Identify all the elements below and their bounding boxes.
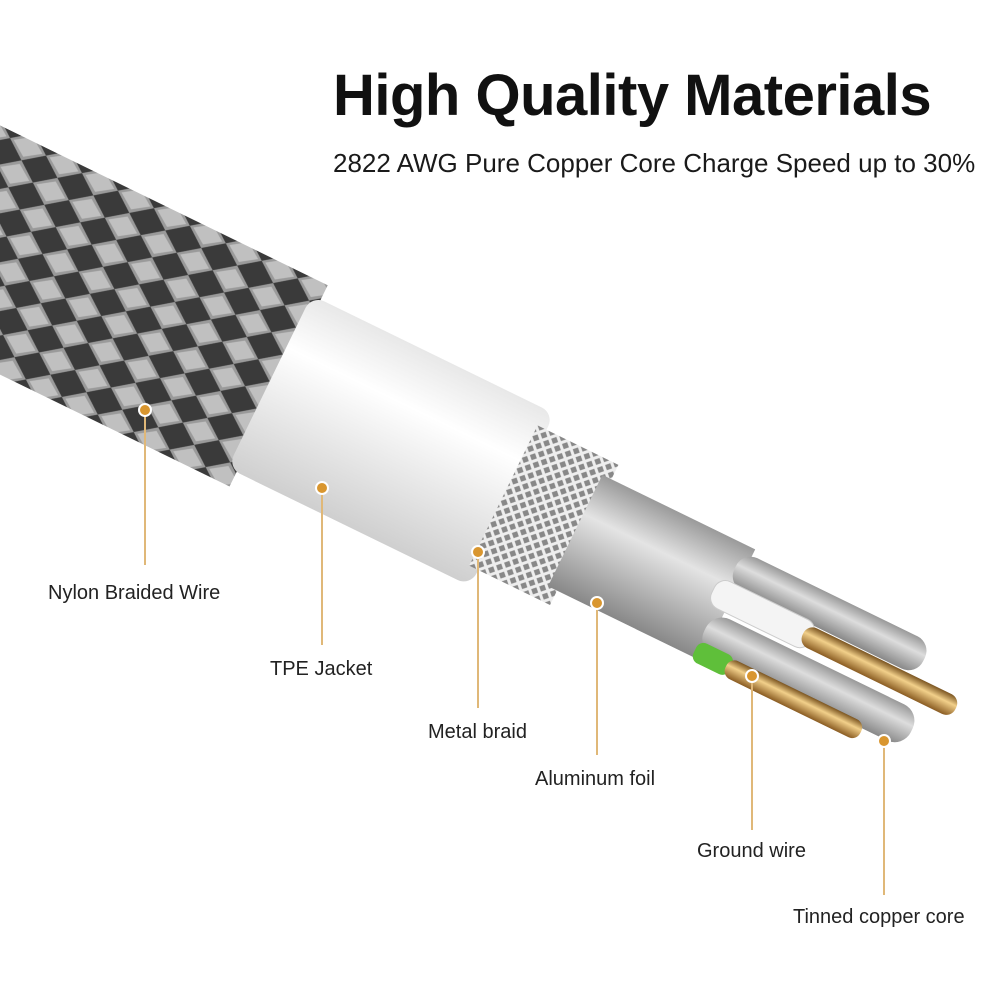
label-tinned-copper-core: Tinned copper core [793,906,965,928]
title: High Quality Materials [333,63,932,128]
tpe-jacket-layer [232,299,550,582]
label-metal-braid: Metal braid [428,721,527,743]
label-nylon-braided-wire: Nylon Braided Wire [48,582,221,604]
copper-core [724,660,863,739]
subtitle: 2822 AWG Pure Copper Core Charge Speed u… [333,148,976,178]
nylon-braid-layer [0,83,328,487]
label-aluminum-foil: Aluminum foil [535,768,656,790]
marker-dots [138,403,891,748]
label-tpe-jacket: TPE Jacket [270,658,373,680]
green-insulated-wire [692,642,734,675]
label-ground-wire: Ground wire [697,840,806,862]
ground-wire-strand [732,556,927,671]
aluminum-foil-layer [548,474,756,661]
leader-lines [144,410,885,895]
copper-core [801,627,958,715]
ground-wire-strand [702,617,915,743]
metal-braid-layer [469,425,619,606]
